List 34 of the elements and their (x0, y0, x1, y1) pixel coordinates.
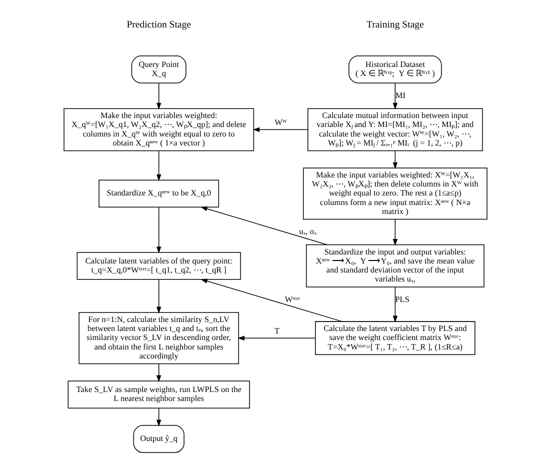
edge-label: MI (394, 90, 405, 100)
node-box: Calculate the latent variables T by PLS and save the weight coefficient matrix Wˢᵗᵃʳ: T=X₀*Wˢᵗᵃʳ=[ T₁, T₂, ⋯, T_R ], (1≤R≤a) (314, 321, 475, 356)
edge-label: Wᵂ (274, 118, 286, 127)
arrow (156, 363, 161, 382)
arrow (237, 336, 316, 340)
edge-label: Wˢᵗᵃʳ (284, 294, 300, 304)
label: Prediction Stage (126, 20, 190, 31)
arrow (392, 82, 398, 110)
node-box: Calculate latent variables of the query point: t_q=X_q,0*Wˢᵗᵃʳ=[ t_q1, t_q2, ⋯, t_qR ] (76, 252, 240, 280)
edge-label: T (274, 326, 280, 336)
arrow (156, 82, 161, 110)
arrow (156, 150, 161, 182)
arrow (392, 286, 398, 323)
node-box: Standardize the input and output variables: Xⁿᵉʷ ⟶ X₀, Y ⟶ Y₀, and save the mean value and standard deviation vector of the input variables uₓ, (305, 244, 484, 288)
label: Training Stage (366, 20, 424, 31)
node-box: Calculate mutual information between input variable Xⱼ and Y: MI=[MI₁, MI₂, ⋯, MIₚ]; and calculate the weight vector: Wᵂ=[W₁, W₂, ⋯, Wₚ]; Wⱼ = MIⱼ / Σᵢ₌₁ᵖ MIᵢ (j = 1, 2, ⋯, p) (306, 108, 482, 152)
node-box: Query Point X_q (130, 56, 186, 84)
arrow (156, 408, 161, 426)
arrow (252, 127, 308, 132)
arrow (392, 218, 398, 246)
arrow (156, 279, 161, 314)
node-box: Make the input variables weighted: Xᵂ=[W₁X₁, W₂X₂, ⋯, WₚXₚ]; then delete columns in Xᵂ with weight equal to zero. The rest a (1≤a≤p) columns form a new input matrix: Xⁿᵉʷ ( N×a matrix ) (302, 168, 487, 220)
node-box: Standardize X_qⁿᵉʷ to be X_q,0 (98, 180, 219, 208)
arrow (392, 150, 398, 170)
node-box: Take S_LV as sample weights, run LWPLS on the L nearest neighbor samples (67, 380, 250, 408)
arrow (200, 206, 328, 246)
arrow (200, 278, 342, 322)
node-box: Output ŷ_q (132, 425, 184, 453)
arrow (156, 206, 161, 254)
node-box: For n=1:N, calculate the similarity S_n,LV between latent variables t_q and tₙ, sort the similarity vector S_LV in descending order, and obtain the first L neighbor samples accordingly (78, 312, 238, 364)
edge-label: PLS (394, 294, 409, 304)
node-box: Historical Dataset ( X ∈ ℝᴺˣᵖ; Y ∈ ℝᴺˣ¹ ) (348, 56, 442, 84)
node-box: Make the input variables weighted: X_qᵂ=[W₁X_q1, W₂X_q2, ⋯, WₚX_qp]; and delete columns in X_qᵂ with weight equal to zero to obtain X_qⁿᵉʷ ( 1×a vector ) (63, 108, 254, 152)
edge-label: uₓ, σₓ (298, 227, 316, 236)
